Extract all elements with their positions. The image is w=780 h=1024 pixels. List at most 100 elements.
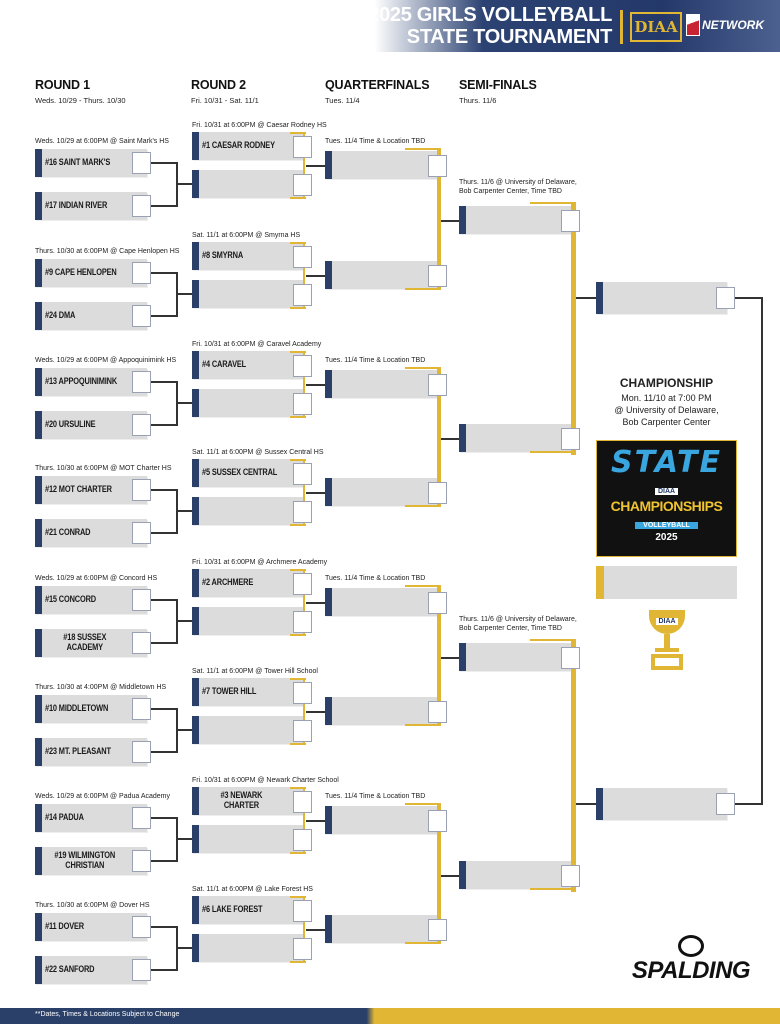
score-box[interactable] (293, 136, 312, 158)
team-name: #14 PADUA (45, 812, 84, 823)
score-box[interactable] (132, 807, 151, 829)
score-box[interactable] (293, 938, 312, 960)
score-box[interactable] (293, 284, 312, 306)
match-site: Tues. 11/4 Time & Location TBD (325, 357, 426, 364)
round-header: ROUND 1 (35, 78, 90, 92)
score-box[interactable] (716, 793, 735, 815)
connector-line (576, 297, 596, 299)
connector-line (176, 293, 192, 295)
team-slot: #4 CARAVEL (192, 351, 303, 379)
score-box[interactable] (132, 522, 151, 544)
match-site: Weds. 10/29 at 6:00PM @ Appoquinimink HS (35, 357, 177, 364)
team-slot: #10 MIDDLETOWN (35, 695, 147, 723)
connector-line (290, 634, 306, 636)
score-box[interactable] (132, 589, 151, 611)
score-box[interactable] (132, 414, 151, 436)
score-box[interactable] (428, 155, 447, 177)
team-slot (325, 915, 437, 943)
match-site: Weds. 10/29 at 6:00PM @ Concord HS (35, 575, 158, 582)
connector-line (441, 657, 459, 659)
connector-line (303, 132, 305, 199)
connector-line (290, 242, 306, 244)
score-box[interactable] (293, 355, 312, 377)
score-box[interactable] (132, 850, 151, 872)
score-box[interactable] (132, 371, 151, 393)
score-box[interactable] (293, 611, 312, 633)
score-box[interactable] (293, 174, 312, 196)
score-box[interactable] (428, 919, 447, 941)
team-name: #12 MOT CHARTER (45, 484, 112, 495)
score-box[interactable] (428, 810, 447, 832)
score-box[interactable] (561, 428, 580, 450)
diaa-logo: DIAA (630, 12, 682, 42)
score-box[interactable] (293, 900, 312, 922)
team-slot: #21 CONRAD (35, 519, 147, 547)
score-box[interactable] (293, 246, 312, 268)
connector-line (437, 803, 441, 944)
score-box[interactable] (132, 959, 151, 981)
score-box[interactable] (561, 865, 580, 887)
score-box[interactable] (716, 287, 735, 309)
team-slot (192, 280, 303, 308)
score-box[interactable] (132, 741, 151, 763)
connector-line (290, 524, 306, 526)
connector-line (176, 838, 192, 840)
score-box[interactable] (293, 720, 312, 742)
team-slot (192, 497, 303, 525)
score-box[interactable] (293, 463, 312, 485)
score-box[interactable] (428, 701, 447, 723)
footer-note: **Dates, Times & Locations Subject to Ch… (35, 1011, 180, 1018)
team-slot: #19 WILMINGTON CHRISTIAN (35, 847, 147, 875)
team-slot: #1 CAESAR RODNEY (192, 132, 303, 160)
connector-line (405, 505, 441, 507)
score-box[interactable] (293, 501, 312, 523)
championship-info: CHAMPIONSHIP Mon. 11/10 at 7:00 PM @ Uni… (596, 376, 737, 428)
score-box[interactable] (132, 195, 151, 217)
round-header: SEMI-FINALS (459, 78, 537, 92)
team-slot (325, 370, 437, 398)
score-box[interactable] (561, 210, 580, 232)
team-name: #20 URSULINE (45, 419, 96, 430)
team-slot: #12 MOT CHARTER (35, 476, 147, 504)
score-box[interactable] (293, 393, 312, 415)
network-logo: NETWORK (702, 18, 764, 32)
team-slot (325, 151, 437, 179)
score-box[interactable] (132, 262, 151, 284)
connector-line (151, 162, 176, 164)
team-slot (459, 643, 571, 671)
score-box[interactable] (132, 305, 151, 327)
score-box[interactable] (561, 647, 580, 669)
team-name: #7 TOWER HILL (202, 686, 257, 697)
team-name: #16 SAINT MARK'S (45, 157, 111, 168)
team-slot (192, 934, 303, 962)
score-box[interactable] (428, 482, 447, 504)
team-name: #4 CARAVEL (202, 359, 247, 370)
team-name: #11 DOVER (45, 921, 84, 932)
score-box[interactable] (293, 573, 312, 595)
score-box[interactable] (132, 152, 151, 174)
score-box[interactable] (132, 916, 151, 938)
connector-line (437, 148, 441, 290)
score-box[interactable] (132, 698, 151, 720)
score-box[interactable] (293, 829, 312, 851)
team-slot (459, 861, 571, 889)
score-box[interactable] (428, 374, 447, 396)
team-slot (192, 607, 303, 635)
score-box[interactable] (132, 632, 151, 654)
score-box[interactable] (132, 479, 151, 501)
score-box[interactable] (428, 265, 447, 287)
score-box[interactable] (293, 682, 312, 704)
score-box[interactable] (293, 791, 312, 813)
connector-line (306, 820, 325, 822)
connector-line (290, 743, 306, 745)
connector-line (290, 961, 306, 963)
ball-icon (678, 935, 704, 957)
score-box[interactable] (428, 592, 447, 614)
connector-line (303, 242, 305, 309)
round-dates: Tues. 11/4 (325, 96, 360, 105)
nfhs-flag-icon (686, 14, 700, 36)
team-name: #15 CONCORD (45, 594, 96, 605)
connector-line (405, 367, 441, 369)
connector-line (290, 896, 306, 898)
connector-line (176, 947, 192, 949)
